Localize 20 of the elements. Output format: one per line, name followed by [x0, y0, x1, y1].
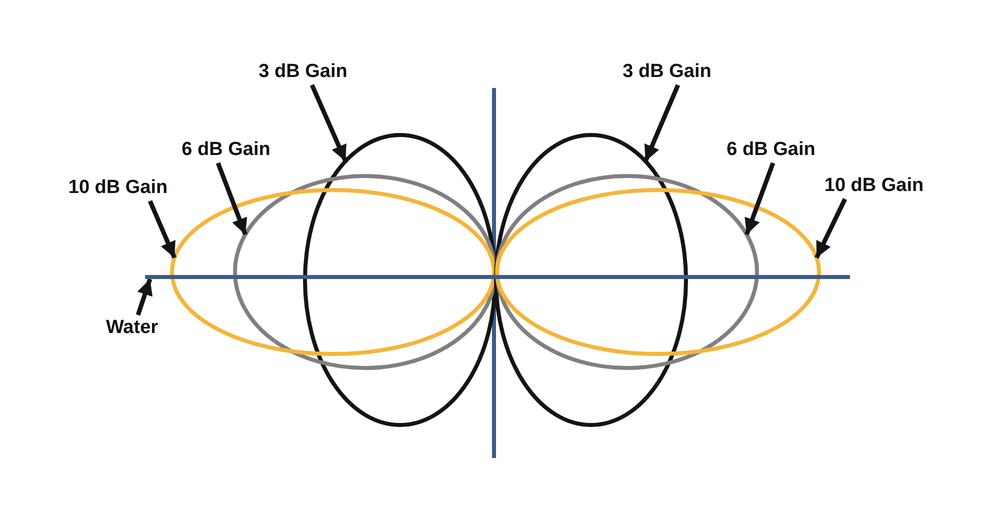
leader-arrow [148, 200, 177, 259]
radiation-lobe [170, 188, 496, 356]
leader-arrow [216, 162, 248, 236]
leader-arrow [136, 278, 153, 316]
radiation-lobe [495, 174, 759, 370]
gain-label: 6 dB Gain [182, 139, 270, 160]
leader-arrow [310, 84, 348, 162]
gain-label: 3 dB Gain [258, 61, 348, 82]
gain-label: 3 dB Gain [622, 61, 712, 82]
leader-arrow [643, 84, 680, 162]
gain-label: 6 dB Gain [726, 139, 816, 160]
gain-label: Water [106, 317, 158, 338]
radiation-lobe [303, 133, 497, 427]
radiation-lobe [495, 188, 821, 356]
radiation-lobe [494, 133, 688, 427]
leader-arrow [814, 198, 848, 259]
gain-label: 10 dB Gain [68, 177, 168, 198]
gain-label: 10 dB Gain [824, 175, 924, 196]
radiation-lobe [233, 174, 497, 370]
leader-arrow [744, 162, 776, 236]
